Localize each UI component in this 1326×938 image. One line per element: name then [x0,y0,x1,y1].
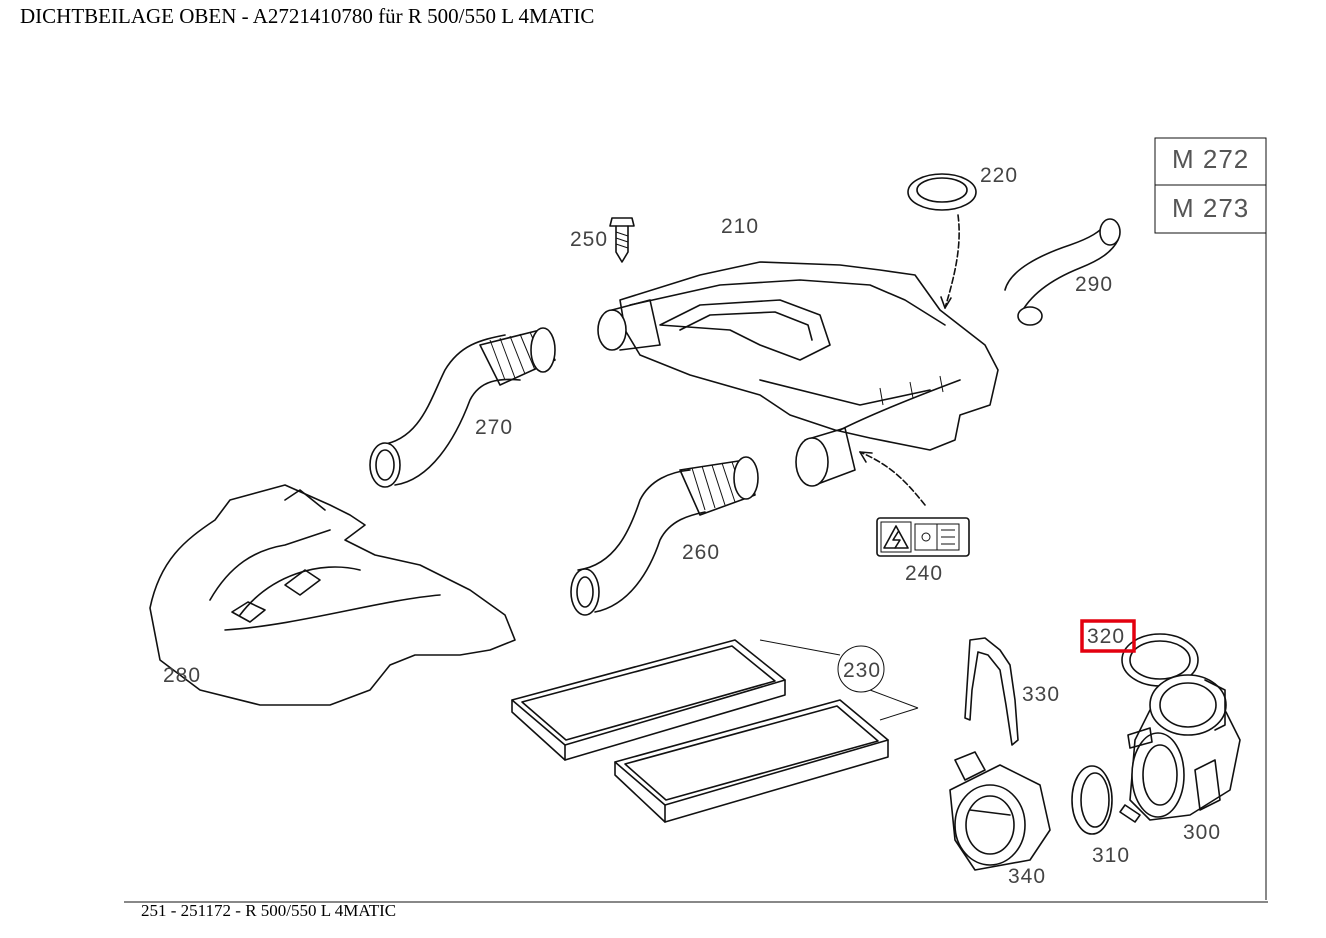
page-title: DICHTBEILAGE OBEN - A2721410780 für R 50… [20,4,595,28]
footer-caption: 251 - 251172 - R 500/550 L 4MATIC [141,901,397,920]
label-310: 310 [1092,844,1130,867]
part-210-air-filter-housing[interactable] [597,261,999,487]
part-300-intake-housing[interactable] [1119,674,1241,823]
label-330: 330 [1022,683,1060,706]
part-340-air-mass-sensor[interactable] [949,751,1051,871]
engine-label-m273: M 273 [1172,193,1249,223]
label-270: 270 [475,416,513,439]
engine-label-m272: M 272 [1172,144,1249,174]
label-320: 320 [1087,625,1125,648]
part-220-seal-ring[interactable] [907,173,977,309]
label-300: 300 [1183,821,1221,844]
part-240-warning-label[interactable] [876,517,970,557]
label-230: 230 [843,659,881,682]
part-230-filter-elements[interactable] [511,639,919,823]
part-330-gasket[interactable] [964,637,1019,746]
part-270-hose[interactable] [369,327,556,488]
highlight-box-320 [1080,619,1136,653]
engine-type-box: M 272 M 273 [1154,137,1267,234]
part-280-engine-cover[interactable] [149,484,516,706]
part-260-hose[interactable] [570,456,759,616]
label-260: 260 [682,541,720,564]
label-280: 280 [163,664,201,687]
label-340: 340 [1008,865,1046,888]
label-290: 290 [1075,273,1113,296]
label-220: 220 [980,164,1018,187]
label-210: 210 [721,215,759,238]
part-250-screw[interactable] [609,217,635,263]
part-290-hose[interactable] [1004,218,1121,326]
part-310-seal-ring[interactable] [1071,765,1113,835]
label-240: 240 [905,562,943,585]
label-250: 250 [570,228,608,251]
